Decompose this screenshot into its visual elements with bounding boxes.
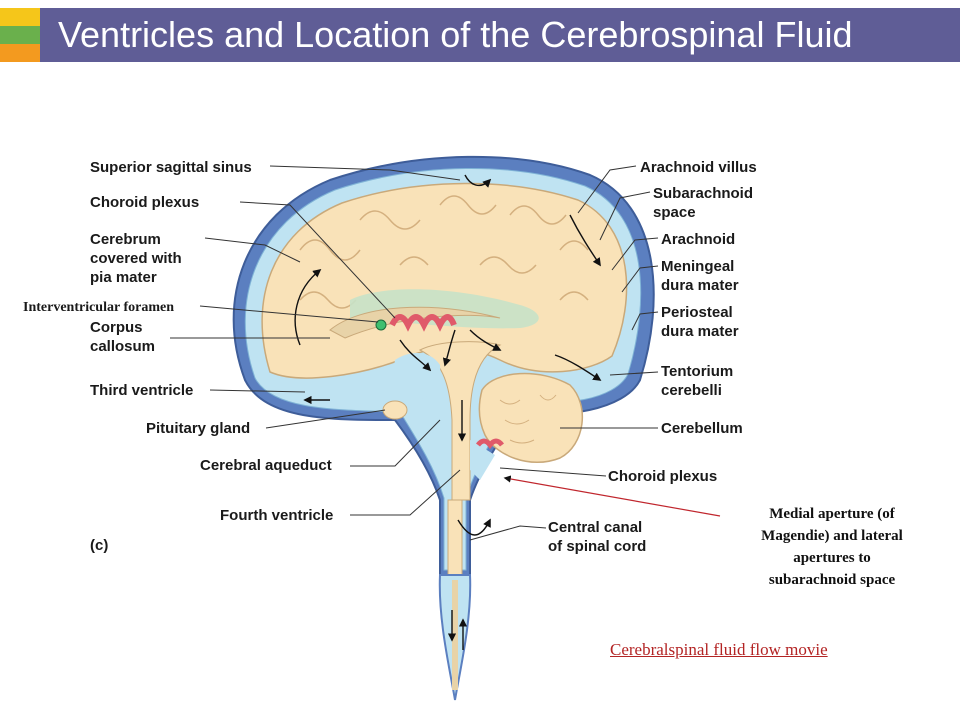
label-central-canal-line1: Central canal (548, 519, 642, 536)
interventricular-foramen-marker (375, 319, 387, 331)
label-cerebrum-line2: covered with (90, 250, 182, 267)
label-central-canal-line2: of spinal cord (548, 538, 646, 555)
choroid-plexus-upper (389, 314, 457, 332)
label-cerebrum-line1: Cerebrum (90, 231, 161, 248)
pituitary-gland (382, 400, 408, 420)
label-interventricular-foramen: Interventricular foramen (23, 300, 174, 315)
label-corpus-line1: Corpus (90, 319, 143, 336)
label-fourth-ventricle: Fourth ventricle (220, 507, 333, 524)
label-tentorium-line1: Tentorium (661, 363, 733, 380)
medial-aperture-line4: subarachnoid space (768, 572, 896, 588)
panel-letter: (c) (90, 537, 108, 554)
accent-block-green (0, 26, 40, 44)
medial-aperture-line2: Magendie) and lateral (761, 528, 903, 544)
label-cerebellum: Cerebellum (661, 420, 743, 437)
label-tentorium-line2: cerebelli (661, 382, 722, 399)
slide-title: Ventricles and Location of the Cerebrosp… (58, 14, 853, 55)
label-pituitary-gland: Pituitary gland (146, 420, 250, 437)
label-cerebral-aqueduct: Cerebral aqueduct (200, 457, 332, 474)
choroid-plexus-lower (476, 438, 504, 450)
accent-block-yellow (0, 8, 40, 26)
label-meningeal-line2: dura mater (661, 277, 739, 294)
label-arachnoid-villus: Arachnoid villus (640, 159, 757, 176)
label-third-ventricle: Third ventricle (90, 382, 193, 399)
label-corpus-line2: callosum (90, 338, 155, 355)
medial-aperture-line1: Medial aperture (of (769, 506, 895, 522)
accent-block-orange (0, 44, 40, 62)
label-arachnoid: Arachnoid (661, 231, 735, 248)
medial-aperture-pointer (503, 475, 721, 517)
label-choroid-plexus-right: Choroid plexus (608, 468, 717, 485)
spinal-cord (447, 499, 463, 576)
label-subarachnoid-line1: Subarachnoid (653, 185, 753, 202)
label-periosteal-line2: dura mater (661, 323, 739, 340)
corpus-callosum (329, 306, 501, 339)
label-superior-sagittal-sinus: Superior sagittal sinus (90, 159, 252, 176)
brainstem (418, 341, 502, 501)
label-subarachnoid-line2: space (653, 204, 696, 221)
label-periosteal-line1: Periosteal (661, 304, 733, 321)
cerebellum-tissue (478, 372, 584, 463)
medial-aperture-line3: apertures to (793, 550, 871, 566)
label-cerebrum-line3: pia mater (90, 269, 157, 286)
fourth-ventricle (470, 440, 495, 480)
title-bar (0, 8, 960, 62)
csf-flow-movie-link[interactable]: Cerebralspinal fluid flow movie (610, 640, 828, 659)
label-choroid-plexus-left: Choroid plexus (90, 194, 199, 211)
label-meningeal-line1: Meningeal (661, 258, 734, 275)
medial-aperture-annotation: Medial aperture (of Magendie) and latera… (722, 503, 942, 591)
